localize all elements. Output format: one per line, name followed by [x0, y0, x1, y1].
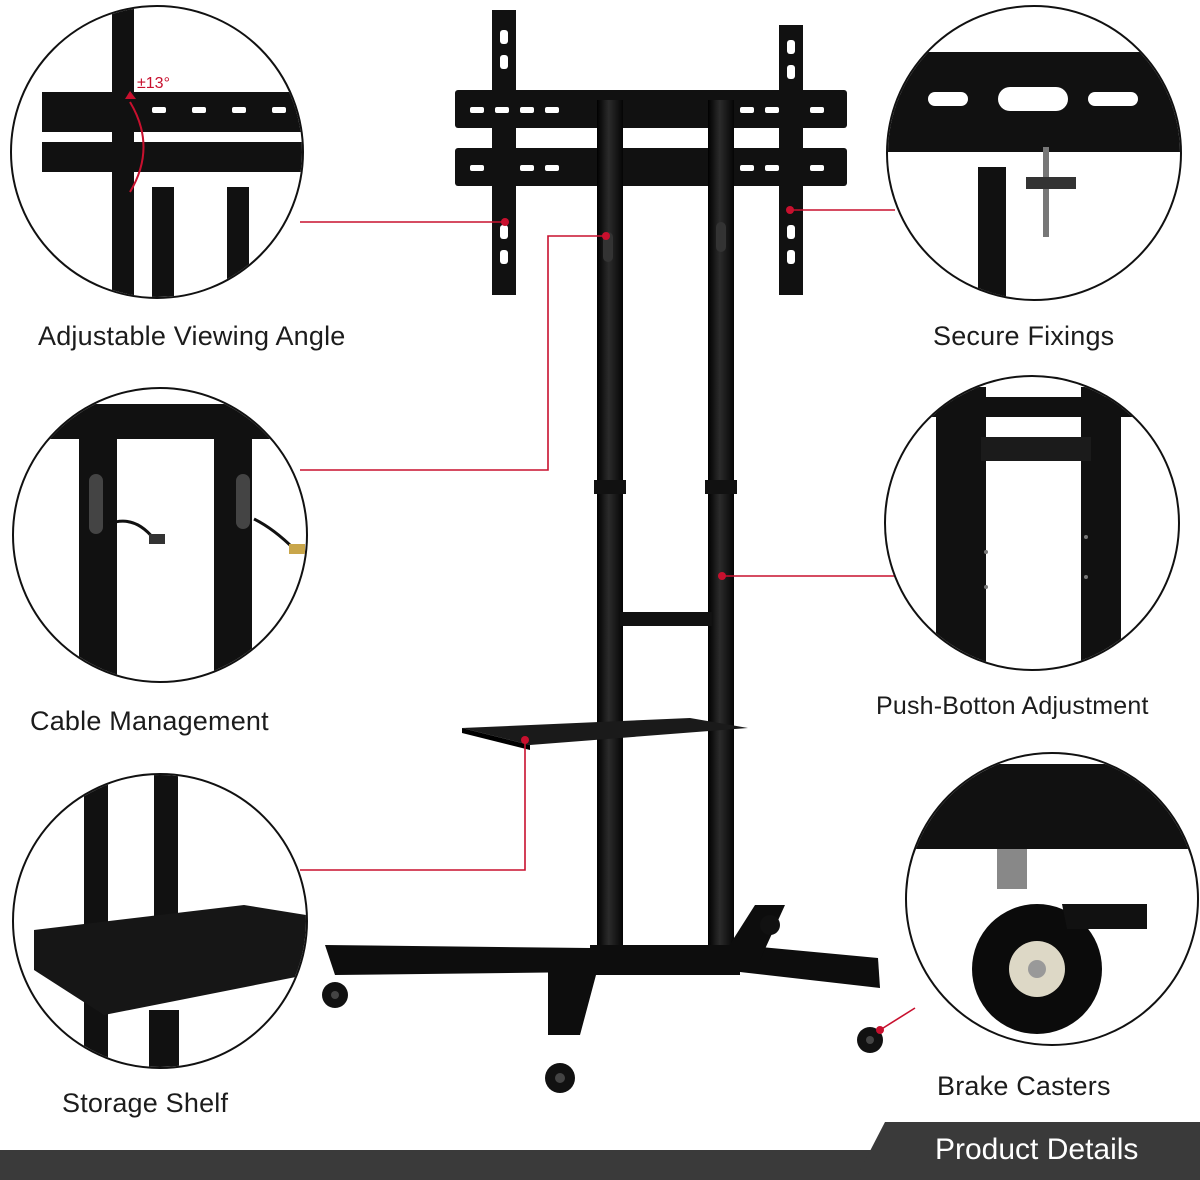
- label-adjustable-viewing-angle: Adjustable Viewing Angle: [38, 321, 346, 351]
- caster-detail: [907, 764, 1197, 1034]
- detail-circle-push-button: [884, 375, 1180, 671]
- label-secure-fixings: Secure Fixings: [933, 321, 1115, 351]
- detail-circle-storage-shelf: [12, 773, 308, 1069]
- tilt-bracket-detail: [42, 7, 302, 297]
- cable-pole-detail: [14, 404, 306, 681]
- label-brake-casters: Brake Casters: [937, 1071, 1111, 1101]
- footer-tab: [855, 1122, 1200, 1180]
- tilt-angle-annotation: ±13°: [137, 75, 170, 92]
- callout-connectors: [300, 209, 916, 1031]
- detail-circle-secure-fixings: [886, 5, 1182, 301]
- label-cable-management: Cable Management: [30, 706, 269, 736]
- detail-circle-cable-management: [12, 387, 308, 683]
- footer-title: Product Details: [935, 1133, 1139, 1166]
- push-button-detail: [886, 387, 1178, 669]
- vesa-bracket: [455, 10, 847, 295]
- fixing-screw-detail: [888, 52, 1180, 299]
- label-push-button-adjustment: Push-Botton Adjustment: [876, 692, 1149, 720]
- label-storage-shelf: Storage Shelf: [62, 1088, 229, 1118]
- detail-circle-viewing-angle: ±13°: [10, 5, 304, 299]
- shelf-detail: [34, 775, 306, 1067]
- detail-circle-brake-casters: [905, 752, 1199, 1046]
